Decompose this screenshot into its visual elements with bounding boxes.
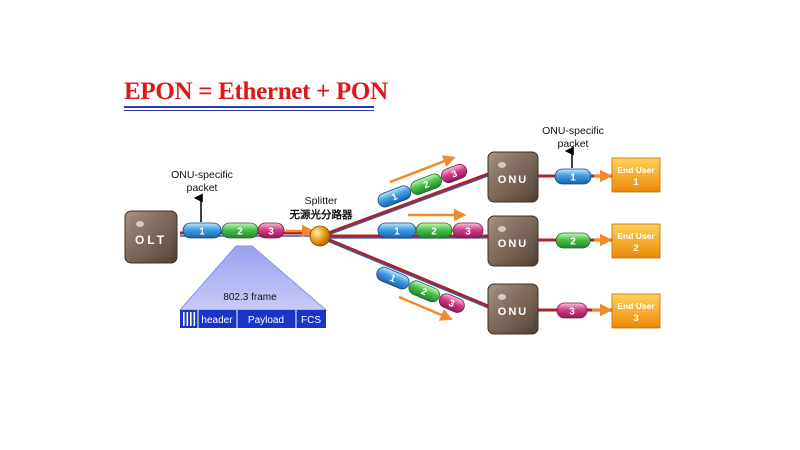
svg-text:2: 2 <box>419 286 428 298</box>
end-user-1: End User 1 <box>611 157 661 193</box>
svg-text:1: 1 <box>394 227 400 238</box>
splitter-label: Splitter <box>305 195 338 207</box>
onu-specific-left-line2: packet <box>187 182 218 194</box>
packet-3: 3 <box>257 222 285 239</box>
onu-label: ONU <box>498 238 528 250</box>
frame-field-fcs: FCS <box>301 315 321 326</box>
title-underline <box>124 106 374 108</box>
onu-specific-left: ONU-specific packet <box>171 169 233 222</box>
frame-detail: 802.3 frame header Payload FCS <box>178 245 328 328</box>
svg-text:2: 2 <box>237 227 243 238</box>
branch-3-arrow <box>398 295 453 321</box>
packet-2: 2 <box>415 222 453 239</box>
onu-specific-right-line2: packet <box>558 138 589 150</box>
fiber-branch-3 <box>319 234 489 308</box>
packet-3: 3 <box>438 293 465 313</box>
trunk-packets: 1 2 3 <box>182 222 315 239</box>
splitter-icon <box>309 225 331 247</box>
onu-label: ONU <box>498 306 528 318</box>
packet-2: 2 <box>221 222 259 239</box>
svg-text:1: 1 <box>570 173 576 184</box>
olt-device: OLT <box>124 210 178 264</box>
end-user-label: End User <box>617 301 655 311</box>
end-user-label: End User <box>617 231 655 241</box>
splitter-sublabel: 无源光分路器 <box>289 208 353 221</box>
svg-text:1: 1 <box>199 227 205 238</box>
svg-text:3: 3 <box>569 307 575 318</box>
splitter: Splitter 无源光分路器 <box>289 195 353 247</box>
frame-preamble-stripes <box>183 312 196 326</box>
svg-text:3: 3 <box>268 227 274 238</box>
onu-specific-left-line1: ONU-specific <box>171 169 233 181</box>
end-user-3: End User 3 <box>611 293 661 329</box>
end-user-number: 2 <box>633 243 638 254</box>
drop-packet-3: 3 <box>556 302 588 319</box>
onu-device-1: ONU <box>487 151 539 203</box>
svg-text:3: 3 <box>465 227 471 238</box>
fiber-branch-1 <box>319 172 489 238</box>
svg-text:2: 2 <box>570 237 576 248</box>
onu-specific-right: ONU-specific packet <box>542 125 604 168</box>
packet-1: 1 <box>377 185 412 208</box>
svg-text:3: 3 <box>450 168 459 180</box>
packet-1: 1 <box>182 222 222 239</box>
svg-text:1: 1 <box>390 191 400 203</box>
frame-field-payload: Payload <box>248 315 284 326</box>
frame-box <box>180 310 326 328</box>
svg-text:2: 2 <box>422 179 431 191</box>
drop-packet-2: 2 <box>555 232 591 249</box>
onu-label: ONU <box>498 174 528 186</box>
onu-specific-right-line1: ONU-specific <box>542 125 604 137</box>
packet-1: 1 <box>376 266 410 290</box>
end-user-number: 3 <box>633 313 638 324</box>
packet-1: 1 <box>377 222 417 239</box>
end-user-number: 1 <box>633 177 639 188</box>
frame-field-header: header <box>201 315 233 326</box>
branch-3-packets: 1 2 3 <box>376 266 465 321</box>
branch-1-packets: 1 2 3 <box>377 155 468 208</box>
onu-device-2: ONU <box>487 215 539 267</box>
packet-3: 3 <box>452 222 484 239</box>
fiber-branch-1b <box>319 175 489 239</box>
end-user-2: End User 2 <box>611 223 661 259</box>
branch-1-arrow <box>389 155 456 184</box>
packet-2: 2 <box>408 280 440 303</box>
branch-2-packets: 1 2 3 <box>377 208 484 239</box>
drop-packet-1: 1 <box>554 168 592 185</box>
fiber-branch-3b <box>319 237 489 309</box>
end-user-label: End User <box>617 165 655 175</box>
onu-device-3: ONU <box>487 283 539 335</box>
svg-text:1: 1 <box>388 273 398 285</box>
frame-title: 802.3 frame <box>223 292 277 303</box>
title-underline-thin <box>124 110 374 111</box>
packet-2: 2 <box>410 173 442 195</box>
page-title: EPON = Ethernet + PON <box>124 78 388 105</box>
svg-text:3: 3 <box>447 298 456 310</box>
svg-text:2: 2 <box>431 227 437 238</box>
olt-label: OLT <box>135 233 167 247</box>
packet-3: 3 <box>441 163 468 184</box>
